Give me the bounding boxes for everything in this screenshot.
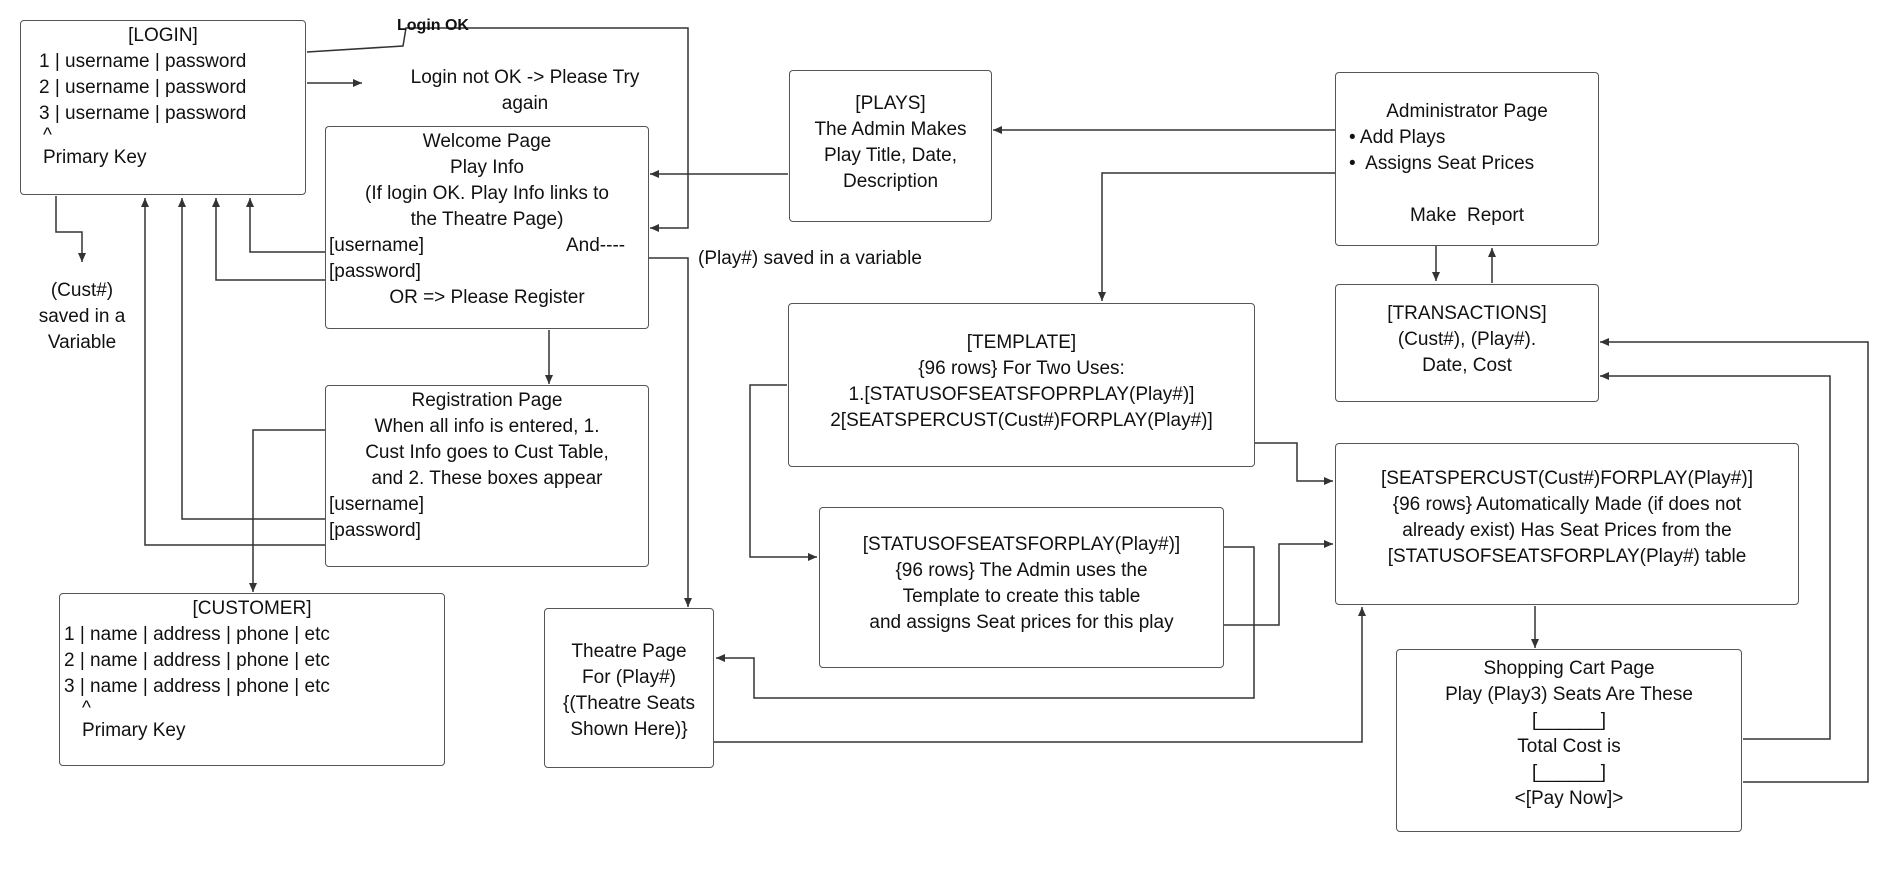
login-primary-key: Primary Key <box>43 147 147 168</box>
statusofseats-line-2: {96 rows} The Admin uses the <box>895 560 1148 581</box>
statusofseats-table-box: [STATUSOFSEATSFORPLAY(Play#)] {96 rows} … <box>819 507 1224 668</box>
customer-table-box: [CUSTOMER] 1 | name | address | phone | … <box>59 593 445 766</box>
arrow-registration-to-customer <box>249 429 325 592</box>
login-row-2: 2 | username | password <box>39 77 247 98</box>
arrow-cart-to-transactions-a <box>1600 372 1831 740</box>
login-caret: ^ <box>43 125 52 146</box>
arrow-admin-to-template <box>1098 172 1335 301</box>
cart-seats-field: [______] <box>1532 710 1606 731</box>
login-ok-label: Login OK <box>397 17 469 34</box>
plays-line-1: [PLAYS] <box>855 93 926 114</box>
admin-bullet-assign-prices-label: Assigns Seat Prices <box>1365 153 1535 174</box>
transactions-line-1: [TRANSACTIONS] <box>1387 303 1547 324</box>
registration-password-field[interactable]: [password] <box>329 520 421 541</box>
customer-title: [CUSTOMER] <box>192 598 312 619</box>
arrow-statusofseats-to-seatspercust <box>1224 540 1333 626</box>
login-table-box: [LOGIN] 1 | username | password 2 | user… <box>20 20 306 195</box>
customer-row-1: 1 | name | address | phone | etc <box>64 624 330 645</box>
login-not-ok-label: Login not OK -> Please Try again <box>410 67 640 114</box>
arrow-login-ok <box>306 27 689 232</box>
admin-bullet-assign-prices[interactable]: • Assigns Seat Prices <box>1349 153 1535 174</box>
admin-make-report[interactable]: Make Report <box>1409 205 1525 226</box>
template-line-4: 2[SEATSPERCUST(Cust#)FORPLAY(Play#)] <box>830 410 1213 431</box>
welcome-register-link[interactable]: OR => Please Register <box>389 287 585 308</box>
welcome-page-box: Welcome Page Play Info (If login OK. Pla… <box>325 126 649 329</box>
administrator-page-box: Administrator Page • Add Plays • Assigns… <box>1335 72 1599 246</box>
plays-line-2: The Admin Makes <box>814 119 967 140</box>
arrow-cart-to-transactions-b <box>1600 338 1869 783</box>
welcome-and-label: And---- <box>566 235 626 256</box>
cart-total-label: Total Cost is <box>1517 736 1621 757</box>
arrow-template-to-statusofseats <box>749 384 817 561</box>
welcome-line-3: (If login OK. Play Info links to <box>365 183 609 204</box>
seatspercust-table-box: [SEATSPERCUST(Cust#)FORPLAY(Play#)] {96 … <box>1335 443 1799 605</box>
arrow-reg-username-to-login <box>178 198 325 520</box>
seatspercust-line-4: [STATUSOFSEATSFORPLAY(Play#) table <box>1387 546 1747 567</box>
statusofseats-line-1: [STATUSOFSEATSFORPLAY(Play#)] <box>862 534 1181 555</box>
arrow-welcome-to-theatre <box>648 257 692 607</box>
seatspercust-line-1: [SEATSPERCUST(Cust#)FORPLAY(Play#)] <box>1381 468 1753 489</box>
plays-line-4: Description <box>842 171 939 192</box>
admin-title: Administrator Page <box>1386 101 1548 122</box>
login-row-1: 1 | username | password <box>39 51 247 72</box>
arrow-statusofseats-to-theatre <box>716 546 1255 699</box>
theatre-seats-line-1[interactable]: {(Theatre Seats <box>562 693 696 714</box>
welcome-password-field[interactable]: [password] <box>329 261 421 282</box>
cart-pay-now-button[interactable]: <[Pay Now]> <box>1514 788 1624 809</box>
registration-line-4: and 2. These boxes appear <box>371 468 603 489</box>
template-line-2: {96 rows} For Two Uses: <box>918 358 1125 379</box>
arrow-welcome-username-to-login <box>246 198 325 253</box>
cart-total-field: [______] <box>1532 762 1606 783</box>
cart-title: Shopping Cart Page <box>1483 658 1655 679</box>
theatre-line-1: Theatre Page <box>571 641 687 662</box>
arrow-welcome-password-to-login <box>212 198 325 281</box>
template-table-box: [TEMPLATE] {96 rows} For Two Uses: 1.[ST… <box>788 303 1255 467</box>
plays-line-3: Play Title, Date, <box>823 145 958 166</box>
registration-line-2: When all info is entered, 1. <box>374 416 600 437</box>
arrow-template-to-seatspercust <box>1255 442 1333 485</box>
theatre-page-box: Theatre Page For (Play#) {(Theatre Seats… <box>544 608 714 768</box>
statusofseats-line-4: and assigns Seat prices for this play <box>869 612 1174 633</box>
welcome-line-1: Welcome Page <box>422 131 552 152</box>
arrow-reg-password-to-login <box>141 198 325 546</box>
welcome-username-field[interactable]: [username] <box>329 235 425 256</box>
shopping-cart-page-box: Shopping Cart Page Play (Play3) Seats Ar… <box>1396 649 1742 832</box>
theatre-line-2: For (Play#) <box>582 667 676 688</box>
theatre-seats-line-2[interactable]: Shown Here)} <box>570 719 688 740</box>
play-saved-variable-label: (Play#) saved in a variable <box>698 248 922 269</box>
registration-username-field[interactable]: [username] <box>329 494 425 515</box>
registration-line-3: Cust Info goes to Cust Table, <box>365 442 609 463</box>
cart-seats-text: Play (Play3) Seats Are These <box>1445 684 1693 705</box>
customer-row-2: 2 | name | address | phone | etc <box>64 650 330 671</box>
arrow-login-to-cust-variable <box>55 196 86 262</box>
welcome-line-4: the Theatre Page) <box>410 209 564 230</box>
cust-saved-variable-label: (Cust#) saved in a Variable <box>38 280 126 353</box>
login-row-3: 3 | username | password <box>39 103 247 124</box>
arrow-theatre-to-seatspercust <box>714 607 1366 743</box>
transactions-line-3: Date, Cost <box>1422 355 1512 376</box>
seatspercust-line-2: {96 rows} Automatically Made (if does no… <box>1392 494 1742 515</box>
plays-table-box: [PLAYS] The Admin Makes Play Title, Date… <box>789 70 992 222</box>
customer-caret: ^ <box>82 698 91 719</box>
customer-primary-key: Primary Key <box>82 720 186 741</box>
admin-bullet-add-plays[interactable]: • Add Plays <box>1349 127 1446 148</box>
customer-row-3: 3 | name | address | phone | etc <box>64 676 330 697</box>
admin-bullet-add-plays-label: Add Plays <box>1359 127 1446 148</box>
template-line-3: 1.[STATUSOFSEATSFOPRPLAY(Play#)] <box>848 384 1195 405</box>
template-line-1: [TEMPLATE] <box>966 332 1077 353</box>
statusofseats-line-3: Template to create this table <box>902 586 1141 607</box>
admin-spacer <box>1336 177 1598 203</box>
welcome-line-2: Play Info <box>450 157 524 178</box>
seatspercust-line-3: already exist) Has Seat Prices from the <box>1402 520 1732 541</box>
registration-page-box: Registration Page When all info is enter… <box>325 385 649 567</box>
transactions-line-2: (Cust#), (Play#). <box>1397 329 1537 350</box>
login-title: [LOGIN] <box>128 25 198 46</box>
transactions-table-box: [TRANSACTIONS] (Cust#), (Play#). Date, C… <box>1335 284 1599 402</box>
registration-line-1: Registration Page <box>411 390 563 411</box>
